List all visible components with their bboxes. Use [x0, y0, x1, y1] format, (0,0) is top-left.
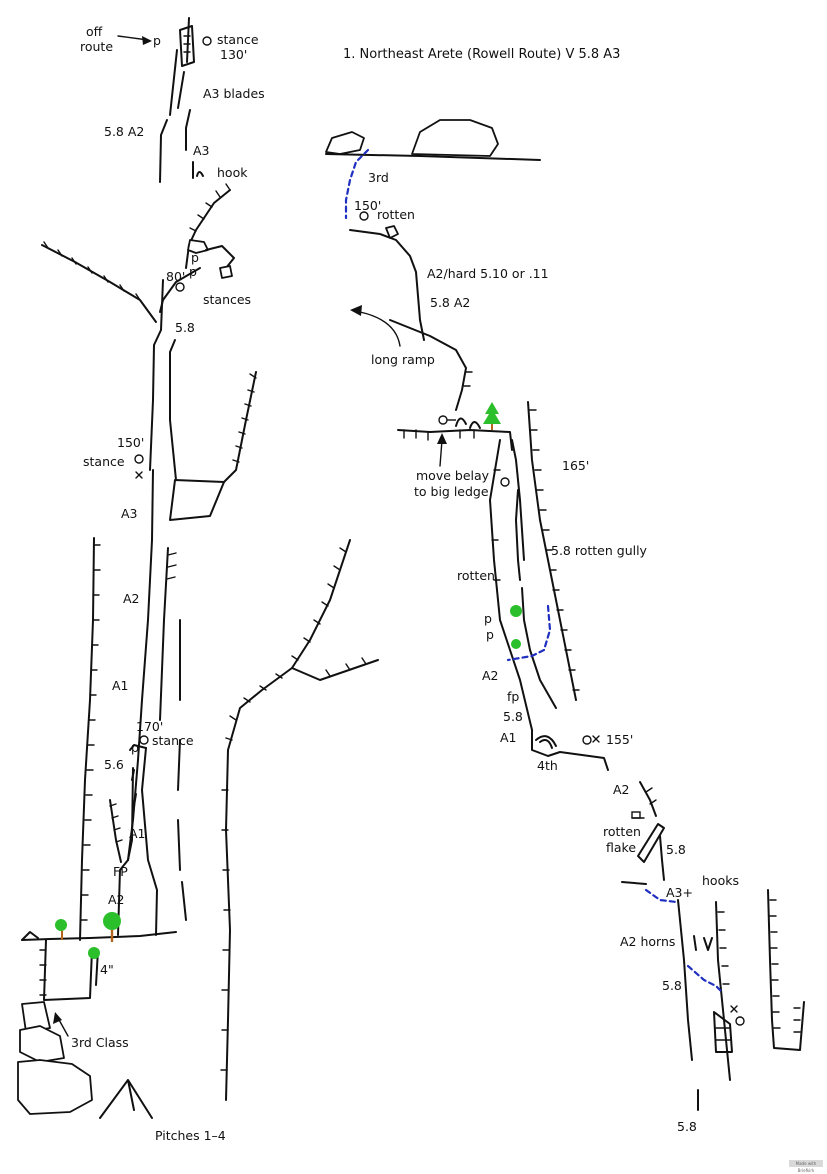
- label-a2-left: A2: [123, 591, 140, 606]
- label-hook: hook: [217, 165, 248, 180]
- label-150-left: 150': [117, 435, 144, 450]
- bush-icon: [511, 639, 521, 649]
- label-58-r: 5.8: [503, 709, 523, 724]
- pine-tree-icon: [483, 402, 501, 424]
- label-80: 80': [166, 269, 185, 284]
- label-4in: 4": [100, 962, 114, 977]
- tree-icon: [103, 912, 121, 930]
- right-route-lines: [325, 119, 805, 1111]
- label-a2-r2: A2: [613, 782, 630, 797]
- label-off-route-1: off: [86, 24, 103, 39]
- label-56: 5.6: [104, 757, 124, 772]
- right-trees: [483, 402, 522, 649]
- label-a3-mid: A3: [121, 506, 138, 521]
- label-a1-r: A1: [500, 730, 517, 745]
- bolt-x-icon: [730, 1005, 738, 1013]
- bolt-x-icon: [592, 735, 600, 743]
- label-a1-left: A1: [112, 678, 129, 693]
- label-a2-horns: A2 horns: [620, 934, 675, 949]
- label-stance-150: stance: [83, 454, 125, 469]
- label-a2-lower: A2: [108, 892, 125, 907]
- topo-title: 1. Northeast Arete (Rowell Route) V 5.8 …: [343, 47, 620, 62]
- label-rotten-flake-2: flake: [606, 840, 636, 855]
- label-p-170: p: [131, 740, 139, 755]
- label-170: 170': [136, 719, 163, 734]
- arrow-head-icon: [437, 433, 447, 444]
- label-hooks: hooks: [702, 873, 739, 888]
- label-a2-r: A2: [482, 668, 499, 683]
- belay-150-right-icon: [359, 211, 369, 221]
- footer-pitches: Pitches 1–4: [155, 1128, 226, 1143]
- left-belay-markers: [134, 36, 212, 745]
- flake-block-icon: [631, 811, 641, 819]
- watermark-badge: Made with Briefkirk: [789, 1160, 823, 1173]
- left-trees: [55, 912, 121, 959]
- label-stance-170: stance: [152, 733, 194, 748]
- label-58-horns: 5.8: [662, 978, 682, 993]
- right-dashed-route: [344, 148, 724, 994]
- arrow-head-icon: [350, 305, 362, 316]
- label-3rd-class: 3rd Class: [71, 1035, 129, 1050]
- bolt-x-icon: [135, 471, 143, 479]
- label-3rd: 3rd: [368, 170, 389, 185]
- label-p-r1: p: [484, 611, 492, 626]
- label-move-belay-1: move belay: [416, 468, 490, 483]
- label-stances: stances: [203, 292, 251, 307]
- label-a2-hard: A2/hard 5.10 or .11: [427, 266, 549, 281]
- belay-ledge-icon: [438, 415, 448, 425]
- label-long-ramp: long ramp: [371, 352, 435, 367]
- label-fp-left: FP: [113, 864, 128, 879]
- label-58a2-left: 5.8 A2: [104, 124, 144, 139]
- label-58-left: 5.8: [175, 320, 195, 335]
- label-stance-130: stance: [217, 32, 259, 47]
- label-p-80a: p: [191, 250, 199, 265]
- right-belay-markers: [359, 211, 745, 1026]
- label-a3plus: A3+: [666, 885, 693, 900]
- label-165: 165': [562, 458, 589, 473]
- left-route-lines: [17, 17, 379, 1119]
- belay-170-icon: [139, 735, 149, 745]
- belay-130-icon: [202, 36, 212, 46]
- label-a3-upper: A3: [193, 143, 210, 158]
- belay-165-icon: [500, 477, 510, 487]
- left-arrows: [53, 35, 152, 1037]
- belay-80-icon: [175, 282, 185, 292]
- belay-150-icon: [134, 454, 144, 464]
- bush-icon: [510, 605, 522, 617]
- label-fp-r: fp: [507, 689, 519, 704]
- label-rotten-mid: rotten: [457, 568, 495, 583]
- label-p-80b: p: [189, 264, 197, 279]
- label-a1-lower: A1: [129, 826, 146, 841]
- label-58-bottom: 5.8: [677, 1119, 697, 1134]
- belay-bottom-icon: [735, 1016, 745, 1026]
- belay-155-icon: [582, 735, 592, 745]
- arrow-head-icon: [53, 1012, 62, 1024]
- left-labels: off route p stance 130' A3 blades 5.8 A2…: [71, 24, 265, 1143]
- label-58-flake: 5.8: [666, 842, 686, 857]
- label-p-r2: p: [486, 627, 494, 642]
- right-labels: 3rd 150' rotten A2/hard 5.10 or .11 5.8 …: [354, 170, 739, 1134]
- bush-icon: [88, 947, 100, 959]
- arrow-head-icon: [142, 36, 152, 45]
- tree-icon: [55, 919, 67, 931]
- label-155: 155': [606, 732, 633, 747]
- label-4th: 4th: [537, 758, 558, 773]
- label-p-top: p: [153, 33, 161, 48]
- label-a3-blades: A3 blades: [203, 86, 265, 101]
- label-off-route-2: route: [80, 39, 113, 54]
- label-150-right: 150': [354, 198, 381, 213]
- label-58a2-right: 5.8 A2: [430, 295, 470, 310]
- label-move-belay-2: to big ledge: [414, 484, 489, 499]
- right-arrows: [350, 305, 447, 467]
- label-58-rotten-gully: 5.8 rotten gully: [551, 543, 648, 558]
- label-rotten-top: rotten: [377, 207, 415, 222]
- label-130: 130': [220, 47, 247, 62]
- label-rotten-flake-1: rotten: [603, 824, 641, 839]
